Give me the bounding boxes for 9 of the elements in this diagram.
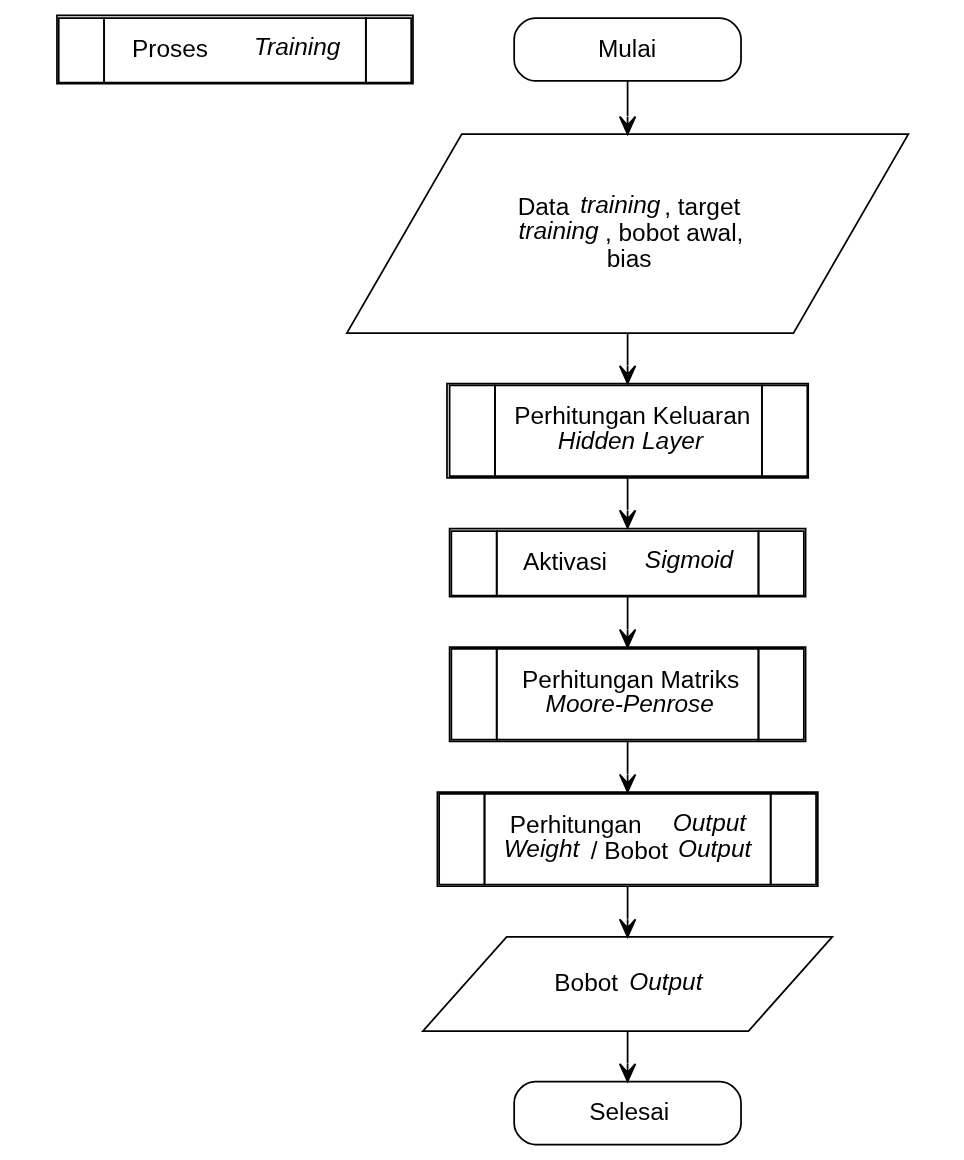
arrow xyxy=(618,1030,636,1083)
arrow xyxy=(618,80,636,135)
arrow xyxy=(618,885,636,938)
arrow xyxy=(618,477,636,529)
arrow xyxy=(618,332,636,385)
arrow xyxy=(618,595,636,648)
node-box: Selesai xyxy=(512,1080,742,1146)
arrow xyxy=(618,740,636,793)
node-box: Mulai xyxy=(512,17,742,82)
